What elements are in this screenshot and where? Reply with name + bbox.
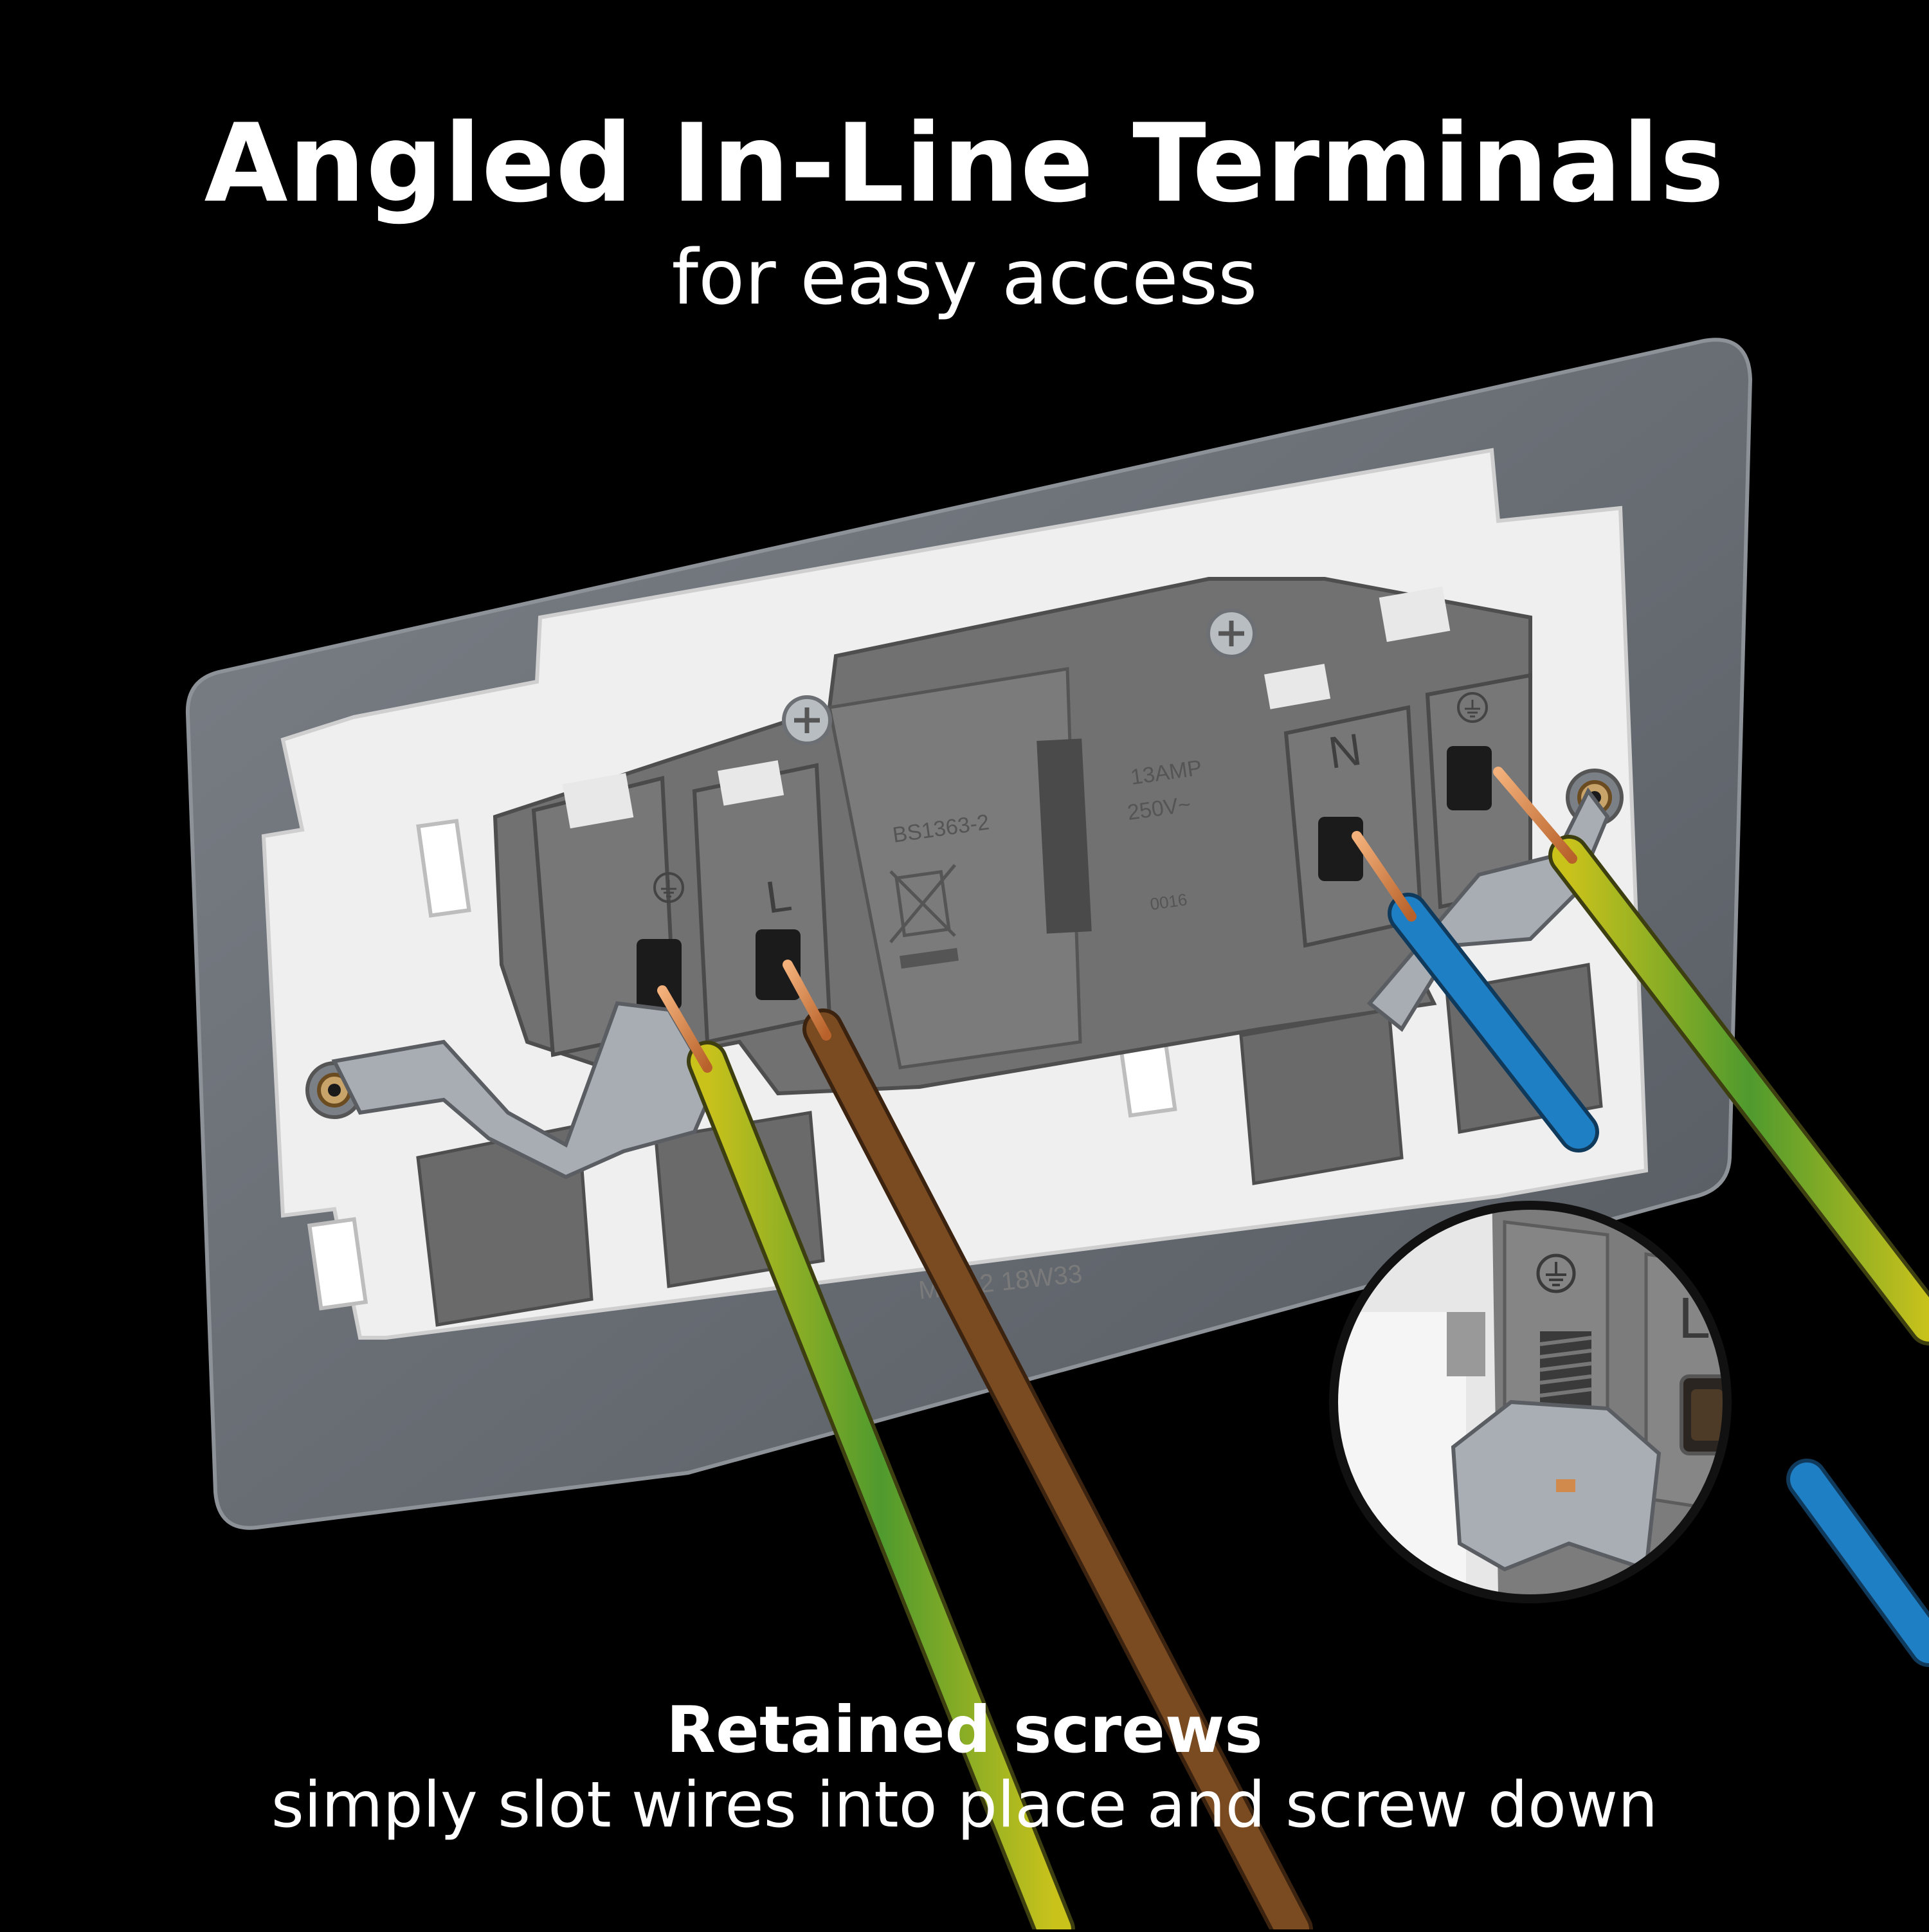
weee-bin-icon [889,864,959,969]
subheadline: for easy access [671,233,1258,322]
earth-symbol-icon [653,872,684,903]
wire-neutral [1352,831,1929,1667]
terminal-zoom-inset: L [1329,1201,1732,1603]
wire-earth-left [657,985,1075,1932]
feature-description: simply slot wires into place and screw d… [271,1769,1658,1842]
terminal-label-neutral: N [1325,724,1364,778]
headline: Angled In-Line Terminals [204,100,1725,226]
wire-earth-right [1493,767,1929,1345]
wire-live [783,960,1313,1932]
earth-symbol-icon [1457,692,1488,723]
feature-title: Retained screws [666,1692,1263,1767]
